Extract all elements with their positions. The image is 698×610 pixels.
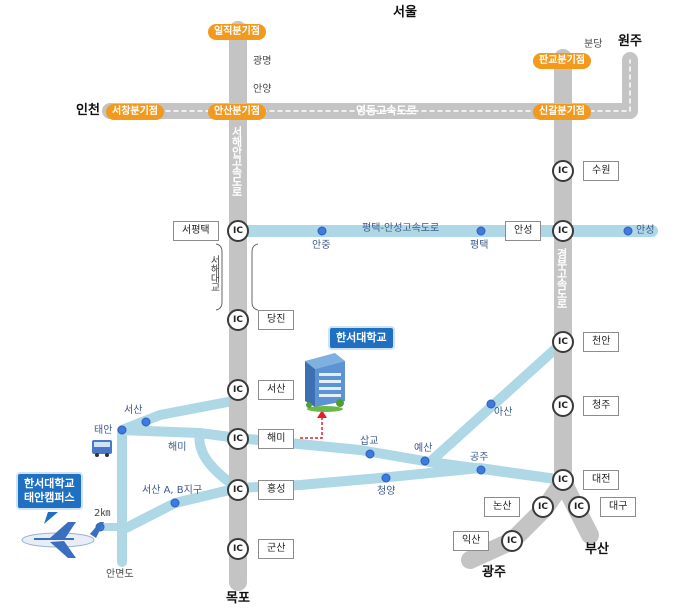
honam-expressway [461,473,572,569]
ic-icon-cheongju[interactable]: IC [552,395,574,417]
ic-label-daegu: 대구 [600,497,637,517]
dot-cheongyang [381,473,391,483]
dot-sapgyo [365,449,375,459]
junction-seochang: 서창분기점 [106,104,164,120]
ic-label-iksan: 익산 [453,531,490,551]
ic-icon-hongseong[interactable]: IC [227,479,249,501]
dot-asan [486,399,496,409]
dot-taean [117,425,127,435]
ic-label-nonsan: 논산 [484,497,521,517]
place-anmyeon: 안면도 [106,569,134,580]
dot-pyeongtaek [476,226,486,236]
city-busan: 부산 [585,542,609,557]
highway-yeongdong: 영동고속도로 [356,104,417,117]
campus-main-label[interactable]: 한서대학교 [328,326,395,350]
junction-iljik: 일직분기점 [208,24,266,40]
campus-connector [300,410,327,439]
dot-anjung [317,226,327,236]
ic-icon-seopyeongtaek[interactable]: IC [227,220,249,242]
place-seosan-ab: 서산 A, B지구 [142,485,203,496]
ic-label-haemi: 해미 [258,429,295,449]
highway-seohaean: 서해안고속도로 [230,126,243,196]
dot-yesan [420,456,430,466]
ic-icon-haemi[interactable]: IC [227,428,249,450]
place-asan: 아산 [494,407,513,418]
place-gwangmyeong: 광명 [253,56,272,67]
dot-anseong [623,226,633,236]
ic-label-cheonan: 천안 [583,332,620,352]
highway-seohae-bridge: 서해대교 [208,255,219,291]
place-anjung: 안중 [312,240,331,251]
city-incheon: 인천 [76,103,100,118]
campus-taean-label[interactable]: 한서대학교 태안캠퍼스 [16,472,83,510]
ic-label-hongseong: 홍성 [258,480,295,500]
place-pyeongtaek: 평택 [470,240,489,251]
airplane-icon [21,522,104,558]
yeongdong-dash [109,59,631,112]
ic-icon-dangjin[interactable]: IC [227,309,249,331]
place-anyang: 안양 [253,84,272,95]
junction-pangyo: 판교분기점 [533,53,591,69]
ic-icon-nonsan[interactable]: IC [532,496,554,518]
highway-pyeongtaek-anseong: 평택-안성고속도로 [362,223,440,234]
ic-icon-cheonan[interactable]: IC [552,331,574,353]
place-seosan: 서산 [124,405,143,416]
campus-taean-line2: 태안캠퍼스 [24,491,75,504]
place-anseong: 안성 [636,225,655,236]
ic-icon-daegu[interactable]: IC [568,496,590,518]
ic-label-seopyeongtaek: 서평택 [173,221,219,241]
place-cheongyang: 청양 [377,486,396,497]
city-wonju: 원주 [618,34,642,49]
campus-taean-line1: 한서대학교 [24,477,75,490]
ic-icon-iksan[interactable]: IC [501,530,523,552]
ic-label-gunsan: 군산 [258,539,295,559]
junction-singal: 신갈분기점 [533,104,591,120]
ic-label-anseong: 안성 [505,221,542,241]
place-bundang: 분당 [584,39,603,50]
campus-building-icon [305,353,345,412]
ic-label-dangjin: 당진 [258,310,295,330]
ic-icon-gunsan[interactable]: IC [227,538,249,560]
place-haemi: 해미 [168,442,187,453]
place-taean: 태안 [94,425,113,436]
ic-icon-seosan[interactable]: IC [227,379,249,401]
road-taean-seosan [117,395,243,435]
distance-label: 2㎞ [94,508,111,519]
place-sapgyo: 삽교 [360,436,379,447]
road-asan-gongju [425,337,568,467]
city-seoul: 서울 [393,5,417,20]
bus-icon [92,440,112,457]
seohae-bridge-bracket [215,243,259,311]
dot-seosan-ab [170,498,180,508]
city-mokpo: 목포 [226,591,250,606]
dot-gongju [476,465,486,475]
ic-label-seosan: 서산 [258,380,295,400]
junction-ansan: 안산분기점 [208,104,266,120]
ic-label-cheongju: 청주 [583,396,620,416]
road-taean-haemi-daejeon [117,425,568,485]
place-yesan: 예산 [414,443,433,454]
ic-label-daejeon: 대전 [583,470,620,490]
ic-label-suwon: 수원 [583,161,620,181]
place-gongju: 공주 [470,452,489,463]
campus-tag-arrow [44,512,58,524]
highway-gyeongbu: 경부고속도로 [555,248,568,308]
ic-icon-suwon[interactable]: IC [552,160,574,182]
ic-icon-anseong[interactable]: IC [552,220,574,242]
ic-icon-daejeon[interactable]: IC [552,469,574,491]
dot-seosan-road [141,417,151,427]
city-gwangju: 광주 [482,565,506,580]
